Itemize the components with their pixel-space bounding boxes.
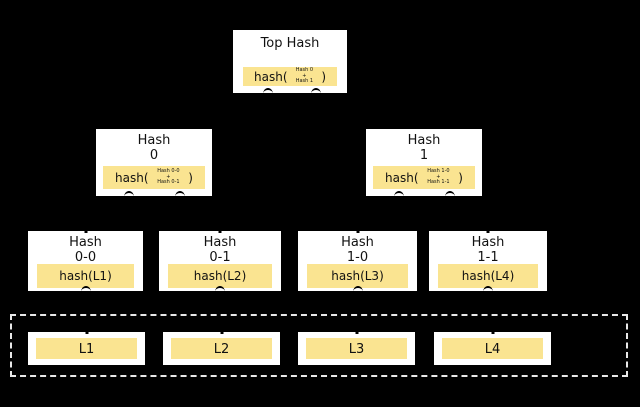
node-title: Hash 0-1: [159, 231, 281, 265]
data-block-label: L1: [36, 338, 137, 359]
node-title: Hash 1-0: [298, 231, 417, 265]
node-hash-1-0: Hash 1-0 hash(L3): [297, 230, 418, 292]
arrow-fragment: [310, 88, 321, 94]
data-block-l3: L3: [297, 331, 416, 366]
data-block-l2: L2: [162, 331, 281, 366]
title-line-2: 0-0: [74, 250, 97, 265]
data-block-label: L4: [442, 338, 543, 359]
title-line-2: 0-1: [209, 250, 231, 265]
node-title: Hash 0: [96, 129, 212, 163]
arrow-fragment: [483, 286, 493, 292]
title-line-1: Hash: [137, 133, 171, 148]
arrow-fragment: [356, 230, 359, 233]
data-block-l4: L4: [433, 331, 552, 366]
arrow-fragment: [80, 286, 91, 292]
plus-sign: +: [166, 173, 171, 180]
hash-fn-close: ): [188, 170, 193, 185]
data-block-l1: L1: [27, 331, 146, 366]
data-block-label: L3: [306, 338, 407, 359]
title-line-1: Hash: [203, 235, 237, 250]
node-hash-0: Hash 0 hash( Hash 0-0 + Hash 0-1 ): [95, 128, 213, 197]
hash-fn: hash(L3): [331, 269, 384, 283]
node-title: Top Hash: [260, 36, 320, 51]
hash-fn-open: hash(: [115, 170, 149, 185]
arrow-fragment: [355, 331, 358, 334]
arrow-fragment: [84, 230, 87, 233]
data-blocks-container: [10, 314, 628, 377]
title-line-2: 1: [419, 148, 429, 163]
hash-fn-open: hash(: [254, 69, 288, 84]
operand-top: Hash 0-0: [157, 168, 180, 175]
node-title: Hash 1-1: [429, 231, 547, 265]
node-hash-0-0: Hash 0-0 hash(L1): [27, 230, 144, 292]
operand-bottom: Hash 1-1: [427, 179, 450, 186]
hash-function-box: hash(L2): [168, 264, 272, 288]
hash-fn-close: ): [458, 170, 463, 185]
node-hash-1-1: Hash 1-1 hash(L4): [428, 230, 548, 292]
title-line-2: 1-1: [477, 250, 499, 265]
arrow-fragment: [174, 191, 185, 197]
title-line-2: 1-0: [346, 250, 369, 265]
arrow-fragment: [215, 286, 225, 292]
arrow-fragment: [486, 230, 490, 233]
hash-function-box: hash( Hash 0-0 + Hash 0-1 ): [103, 166, 205, 189]
hash-function-box: hash( Hash 0 + Hash 1 ): [243, 67, 337, 86]
operand-top: Hash 0: [295, 67, 314, 74]
arrow-fragment: [444, 191, 455, 197]
node-title: Hash 0-0: [28, 231, 143, 265]
arrow-fragment: [491, 331, 494, 334]
arrow-fragment: [123, 191, 134, 197]
operand-top: Hash 1-0: [427, 168, 450, 175]
title-line-1: Hash: [407, 133, 441, 148]
title-line-1: Hash: [341, 235, 374, 250]
title-line-1: Hash: [69, 235, 102, 250]
node-top-hash: Top Hash hash( Hash 0 + Hash 1 ): [232, 29, 348, 94]
hash-function-box: hash(L4): [438, 264, 538, 288]
hash-fn: hash(L1): [59, 269, 112, 283]
arrow-fragment: [218, 230, 222, 233]
operand-bottom: Hash 1: [295, 78, 314, 85]
hash-fn-close: ): [321, 69, 326, 84]
node-hash-1: Hash 1 hash( Hash 1-0 + Hash 1-1 ): [365, 128, 483, 197]
arrow-fragment: [352, 286, 363, 292]
plus-sign: +: [302, 72, 307, 79]
operand-bottom: Hash 0-1: [157, 179, 180, 186]
hash-operands: Hash 1-0 + Hash 1-1: [427, 169, 449, 186]
hash-fn: hash(L2): [193, 269, 247, 283]
title-line-2: 0: [149, 148, 159, 163]
node-title: Hash 1: [366, 129, 482, 163]
arrow-fragment: [393, 191, 404, 197]
node-hash-0-1: Hash 0-1 hash(L2): [158, 230, 282, 292]
data-block-label: L2: [171, 338, 272, 359]
hash-function-box: hash(L3): [307, 264, 408, 288]
title-line-1: Hash: [471, 235, 505, 250]
hash-operands: Hash 0-0 + Hash 0-1: [157, 169, 179, 186]
arrow-fragment: [220, 331, 223, 334]
arrow-fragment: [85, 331, 88, 334]
hash-function-box: hash(L1): [37, 264, 134, 288]
hash-function-box: hash( Hash 1-0 + Hash 1-1 ): [373, 166, 475, 189]
hash-fn-open: hash(: [385, 170, 419, 185]
hash-operands: Hash 0 + Hash 1: [296, 68, 313, 85]
plus-sign: +: [436, 173, 441, 180]
hash-fn: hash(L4): [461, 269, 515, 283]
arrow-fragment: [262, 88, 273, 94]
